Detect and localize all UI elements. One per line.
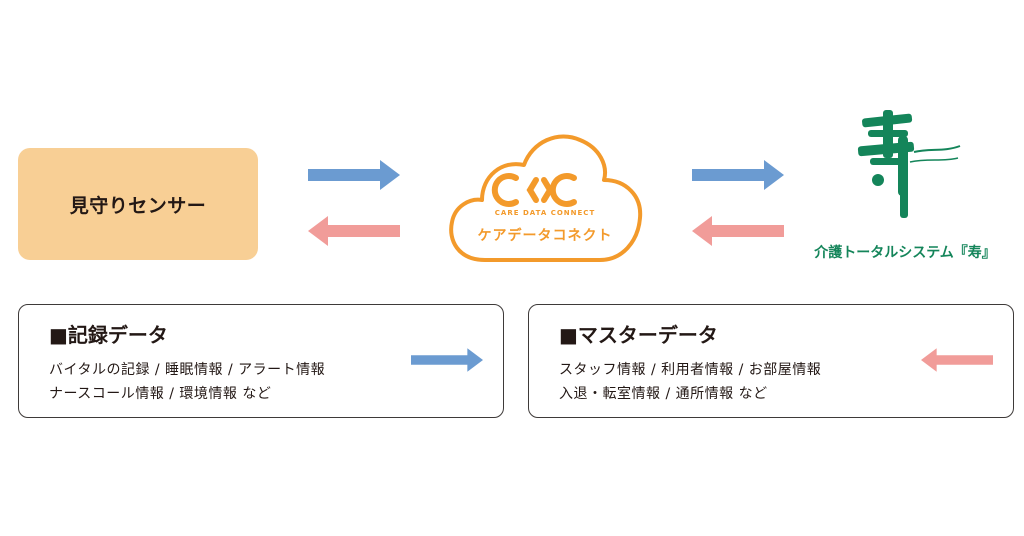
left-arrow-icon — [692, 216, 784, 246]
records-data-line-1: バイタルの記録 / 睡眠情報 / アラート情報 — [49, 362, 326, 378]
kotobuki-logo-icon — [857, 110, 961, 218]
care-data-connect-name: ケアデータコネクト — [477, 228, 613, 244]
care-data-connect-cloud-icon — [449, 134, 643, 262]
master-data-title: ■マスターデータ — [559, 323, 718, 347]
right-arrow-icon — [308, 160, 400, 190]
right-arrow-icon — [692, 160, 784, 190]
monitoring-sensor-label: 見守りセンサー — [69, 194, 207, 217]
kotobuki-system-label: 介護トータルシステム『寿』 — [814, 245, 996, 261]
monitoring-sensor-box: 見守りセンサー — [18, 148, 258, 260]
records-data-box: ■記録データ バイタルの記録 / 睡眠情報 / アラート情報 ナースコール情報 … — [18, 304, 504, 418]
master-data-line-1: スタッフ情報 / 利用者情報 / お部屋情報 — [559, 362, 822, 378]
master-data-line-2: 入退・転室情報 / 通所情報 など — [559, 386, 768, 402]
records-data-line-2: ナースコール情報 / 環境情報 など — [49, 386, 272, 402]
left-arrow-icon — [921, 348, 993, 372]
right-arrow-icon — [411, 348, 483, 372]
records-data-title: ■記録データ — [49, 323, 168, 347]
left-arrow-icon — [308, 216, 400, 246]
care-data-connect-subtitle: CARE DATA CONNECT — [494, 209, 596, 217]
master-data-box: ■マスターデータ スタッフ情報 / 利用者情報 / お部屋情報 入退・転室情報 … — [528, 304, 1014, 418]
